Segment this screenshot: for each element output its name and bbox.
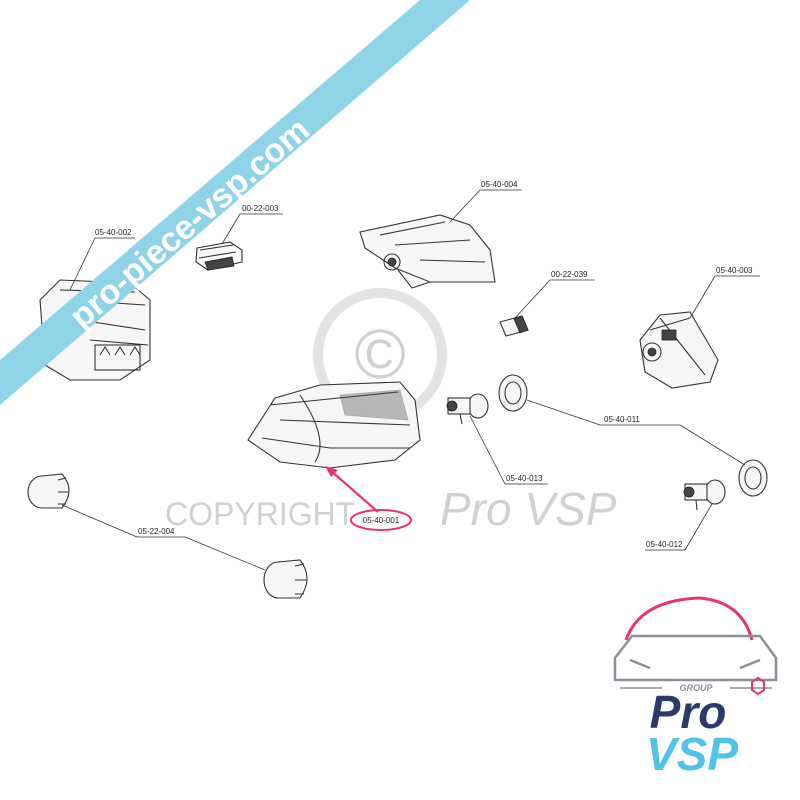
- part-label: 05-40-004: [481, 180, 518, 189]
- watermark-copyright-text: COPYRIGHT: [165, 496, 355, 532]
- part-label: 05-22-004: [138, 527, 175, 536]
- part-05-40-012-drawing: [683, 479, 726, 511]
- part-label: 05-40-012: [646, 540, 683, 549]
- part-05-40-013-drawing: [446, 393, 489, 425]
- logo-group-text: GROUP: [679, 683, 713, 693]
- part-label: 05-40-003: [716, 266, 753, 275]
- part-05-40-011-drawing: [498, 374, 768, 497]
- part-label-highlighted: 05-40-001: [363, 516, 400, 525]
- logo-pro-text: Pro: [650, 686, 727, 738]
- part-label: 00-22-003: [242, 204, 279, 213]
- website-banner-text: pro-piece-vsp.com: [62, 110, 316, 336]
- logo-vsp-text: VSP: [646, 728, 738, 780]
- part-00-22-039-drawing: [499, 315, 529, 337]
- part-label: 05-40-013: [506, 474, 543, 483]
- part-05-40-004-drawing: [359, 214, 496, 289]
- copyright-symbol: ©: [354, 315, 406, 393]
- part-label: 00-22-039: [551, 270, 588, 279]
- part-05-40-001-drawing: [247, 381, 421, 469]
- provsp-logo: GROUP Pro VSP: [613, 596, 778, 780]
- part-05-40-003-drawing: [639, 311, 719, 389]
- part-00-22-003-drawing: [195, 241, 243, 271]
- watermark-brand-text: Pro VSP: [440, 483, 617, 535]
- part-05-22-004-drawing: [27, 473, 308, 599]
- part-label: 05-40-011: [604, 415, 640, 424]
- part-label: 05-40-002: [95, 228, 132, 237]
